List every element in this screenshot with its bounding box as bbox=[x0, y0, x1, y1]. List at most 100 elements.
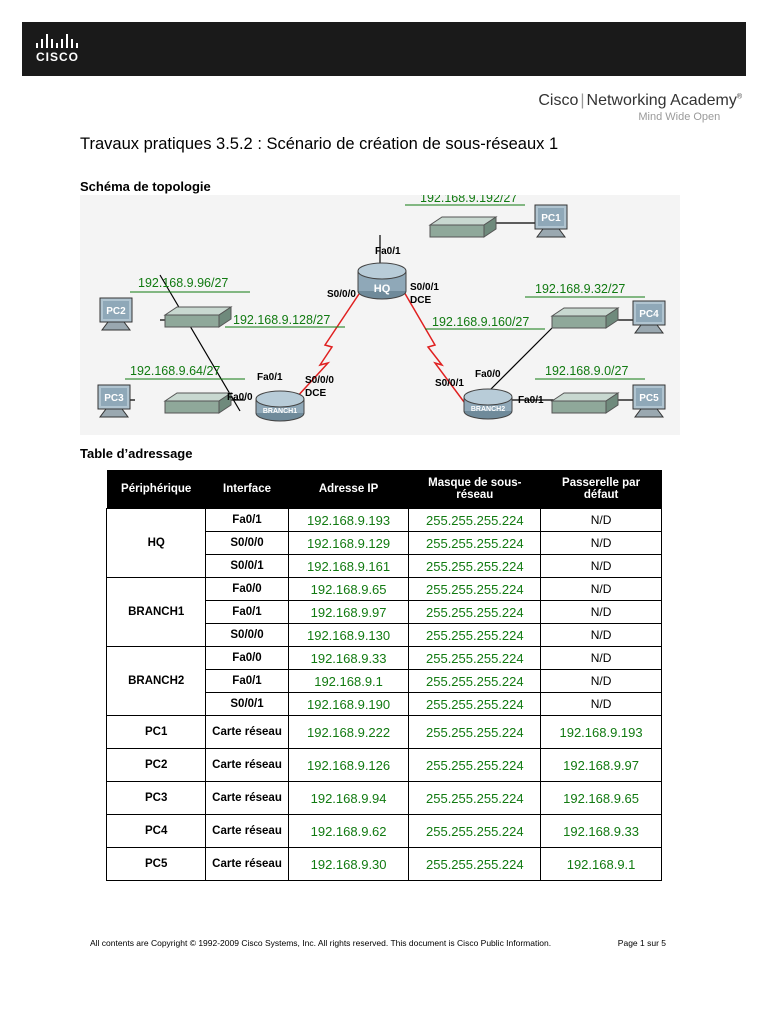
iface-label: S0/0/1 bbox=[410, 282, 439, 293]
net-label: 192.168.9.64/27 bbox=[130, 364, 220, 378]
ip-cell: 192.168.9.94 bbox=[287, 781, 410, 815]
device-cell: PC2 bbox=[105, 748, 207, 782]
net-label: 192.168.9.192/27 bbox=[420, 195, 517, 205]
net-label: 192.168.9.96/27 bbox=[138, 276, 228, 290]
mask-cell: 255.255.255.224 bbox=[408, 781, 542, 815]
cisco-logo: CISCO bbox=[36, 34, 96, 66]
iface-label: S0/0/0 bbox=[327, 289, 356, 300]
gateway-cell: 192.168.9.97 bbox=[540, 748, 662, 782]
table-heading: Table d’adressage bbox=[80, 446, 193, 461]
interface-cell: S0/0/1 bbox=[205, 554, 289, 578]
header-bar bbox=[22, 22, 746, 76]
pc-icon: PC1 bbox=[534, 204, 568, 238]
interface-cell: Fa0/1 bbox=[205, 508, 289, 532]
iface-label: DCE bbox=[410, 295, 431, 306]
router-icon-branch1: BRANCH1 bbox=[255, 390, 305, 422]
ip-cell: 192.168.9.1 bbox=[287, 669, 410, 693]
iface-label: Fa0/0 bbox=[475, 369, 501, 380]
interface-cell: Fa0/0 bbox=[205, 577, 289, 601]
col-header: Interface bbox=[205, 470, 289, 509]
ip-cell: 192.168.9.193 bbox=[287, 508, 410, 532]
mask-cell: 255.255.255.224 bbox=[408, 715, 542, 749]
pc-label: PC1 bbox=[541, 213, 561, 224]
interface-cell: Carte réseau bbox=[205, 748, 289, 782]
mask-cell: 255.255.255.224 bbox=[408, 623, 542, 647]
mask-cell: 255.255.255.224 bbox=[408, 508, 542, 532]
iface-label: Fa0/1 bbox=[518, 395, 544, 406]
iface-label: Fa0/0 bbox=[227, 392, 253, 403]
gateway-cell: N/D bbox=[540, 554, 662, 578]
pc-label: PC2 bbox=[106, 306, 126, 317]
interface-cell: Carte réseau bbox=[205, 715, 289, 749]
cisco-bars-icon bbox=[36, 34, 96, 48]
col-header: Périphérique bbox=[106, 470, 206, 509]
footer: All contents are Copyright © 1992-2009 C… bbox=[90, 938, 666, 948]
col-header: Masque de sous-réseau bbox=[408, 470, 541, 509]
table-header-row: Périphérique Interface Adresse IP Masque… bbox=[106, 470, 662, 509]
iface-label: Fa0/1 bbox=[375, 246, 401, 257]
gateway-cell: 192.168.9.65 bbox=[540, 781, 662, 815]
academy-tagline: Mind Wide Open bbox=[638, 111, 721, 123]
pc-label: PC3 bbox=[104, 393, 124, 404]
mask-cell: 255.255.255.224 bbox=[408, 646, 542, 670]
ip-cell: 192.168.9.97 bbox=[287, 600, 410, 624]
ip-cell: 192.168.9.129 bbox=[287, 531, 410, 555]
col-header: Passerelle par défaut bbox=[540, 470, 662, 509]
gateway-cell: N/D bbox=[540, 692, 662, 716]
interface-cell: Carte réseau bbox=[205, 781, 289, 815]
interface-labels: Fa0/1 S0/0/0 S0/0/1 DCE Fa0/1 Fa0/0 S0/0… bbox=[227, 246, 544, 406]
pc-icon: PC2 bbox=[99, 297, 133, 331]
network-labels: 192.168.9.192/27 192.168.9.96/27 192.168… bbox=[130, 195, 628, 378]
addressing-table: Périphérique Interface Adresse IP Masque… bbox=[105, 470, 662, 881]
page-number: Page 1 sur 5 bbox=[617, 938, 666, 948]
pc-icons: PC1 PC2 PC3 PC4 PC5 bbox=[97, 204, 666, 418]
interface-cell: S0/0/0 bbox=[205, 623, 289, 647]
device-cell: PC1 bbox=[105, 715, 207, 749]
mask-cell: 255.255.255.224 bbox=[408, 600, 542, 624]
interface-cell: Carte réseau bbox=[205, 814, 289, 848]
mask-cell: 255.255.255.224 bbox=[408, 669, 542, 693]
mask-cell: 255.255.255.224 bbox=[408, 531, 542, 555]
ip-cell: 192.168.9.161 bbox=[287, 554, 410, 578]
ip-cell: 192.168.9.30 bbox=[287, 847, 410, 881]
net-label: 192.168.9.32/27 bbox=[535, 282, 625, 296]
device-cell: BRANCH1 bbox=[105, 577, 207, 647]
interface-cell: Fa0/0 bbox=[205, 646, 289, 670]
interface-cell: S0/0/1 bbox=[205, 692, 289, 716]
switch-icon bbox=[428, 216, 498, 238]
page-title: Travaux pratiques 3.5.2 : Scénario de cr… bbox=[80, 135, 559, 153]
gateway-cell: 192.168.9.33 bbox=[540, 814, 662, 848]
device-cell: BRANCH2 bbox=[105, 646, 207, 716]
mask-cell: 255.255.255.224 bbox=[408, 577, 542, 601]
router-icons: HQ BRANCH1 BRANCH2 bbox=[255, 262, 513, 422]
iface-label: S0/0/0 bbox=[305, 375, 334, 386]
gateway-cell: N/D bbox=[540, 623, 662, 647]
col-header: Adresse IP bbox=[288, 470, 409, 509]
pc-icon: PC5 bbox=[632, 384, 666, 418]
router-label: BRANCH2 bbox=[471, 406, 505, 413]
iface-label: DCE bbox=[305, 388, 326, 399]
net-label: 192.168.9.0/27 bbox=[545, 364, 628, 378]
pc-icon: PC4 bbox=[632, 300, 666, 334]
gateway-cell: N/D bbox=[540, 531, 662, 555]
device-cell: HQ bbox=[105, 508, 207, 578]
topology-diagram: 192.168.9.192/27 192.168.9.96/27 192.168… bbox=[80, 195, 680, 435]
mask-cell: 255.255.255.224 bbox=[408, 847, 542, 881]
academy-part2: Networking Academy bbox=[586, 92, 737, 109]
ip-cell: 192.168.9.130 bbox=[287, 623, 410, 647]
device-cell: PC5 bbox=[105, 847, 207, 881]
network-underlines bbox=[125, 204, 645, 380]
router-icon-branch2: BRANCH2 bbox=[463, 388, 513, 420]
interface-cell: Fa0/1 bbox=[205, 600, 289, 624]
router-label: BRANCH1 bbox=[263, 408, 297, 415]
